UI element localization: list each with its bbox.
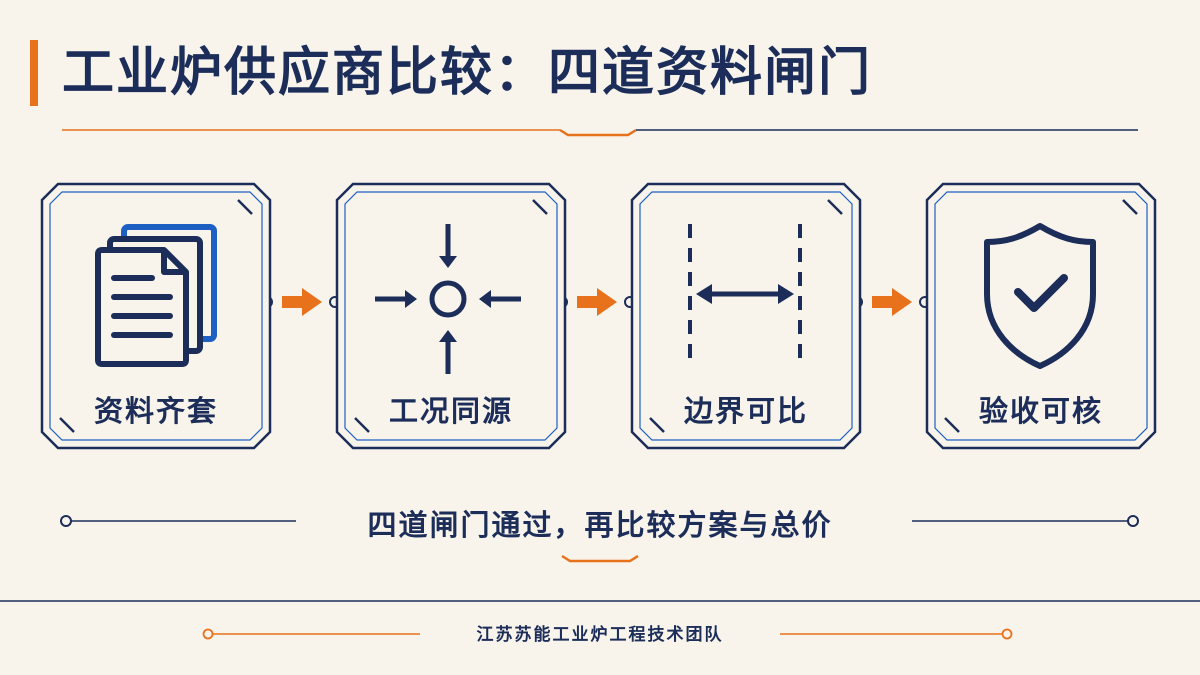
step-card-2: 工况同源 [335,182,567,450]
step-label: 工况同源 [388,394,513,428]
step-label: 验收可核 [978,394,1103,428]
converge-arrows-icon [375,224,521,374]
step-card-3: 边界可比 [630,182,862,450]
title-underline [62,128,1138,137]
connector-3 [851,288,931,316]
boundary-measure-icon [688,224,802,364]
step-card-1: 资料齐套 [40,182,272,450]
shield-check-icon [984,223,1096,369]
step-label: 资料齐套 [93,394,218,428]
step-card-4: 验收可核 [925,182,1157,450]
documents-icon [95,224,217,367]
summary-text: 四道闸门通过，再比较方案与总价 [367,508,833,542]
connector-2 [556,288,636,316]
step-label: 边界可比 [683,394,808,428]
summary-divider [60,515,1139,563]
footer-lines [202,628,1013,640]
footer-team-name: 江苏苏能工业炉工程技术团队 [476,625,724,645]
title-accent-bar [30,40,38,106]
connector-1 [261,288,341,316]
page-title: 工业炉供应商比较：四道资料闸门 [62,43,873,103]
